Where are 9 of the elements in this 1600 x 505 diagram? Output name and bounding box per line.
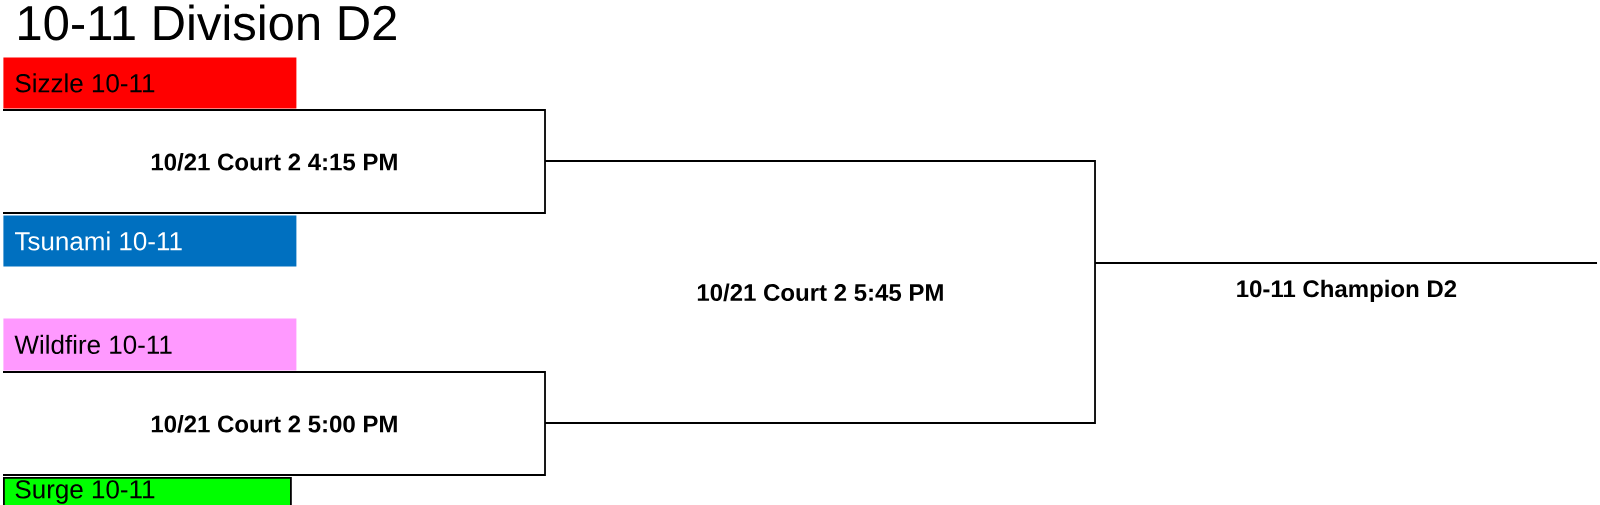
title: 10-11 Division D2 xyxy=(19,4,396,41)
match-bracket: 10/21 Court 2 4:15 PM xyxy=(2,109,546,214)
team-box: Tsunami 10-11 xyxy=(3,215,297,267)
match-bracket: 10/21 Court 2 5:45 PM xyxy=(544,160,1096,424)
match-bracket: 10/21 Court 2 5:00 PM xyxy=(2,371,546,476)
team-box: Wildfire 10-11 xyxy=(3,318,297,371)
team-box: Surge 10-11 xyxy=(3,477,292,505)
champion-slot: 10-11 Champion D2 xyxy=(1094,262,1598,303)
team-box: Sizzle 10-11 xyxy=(3,57,297,109)
